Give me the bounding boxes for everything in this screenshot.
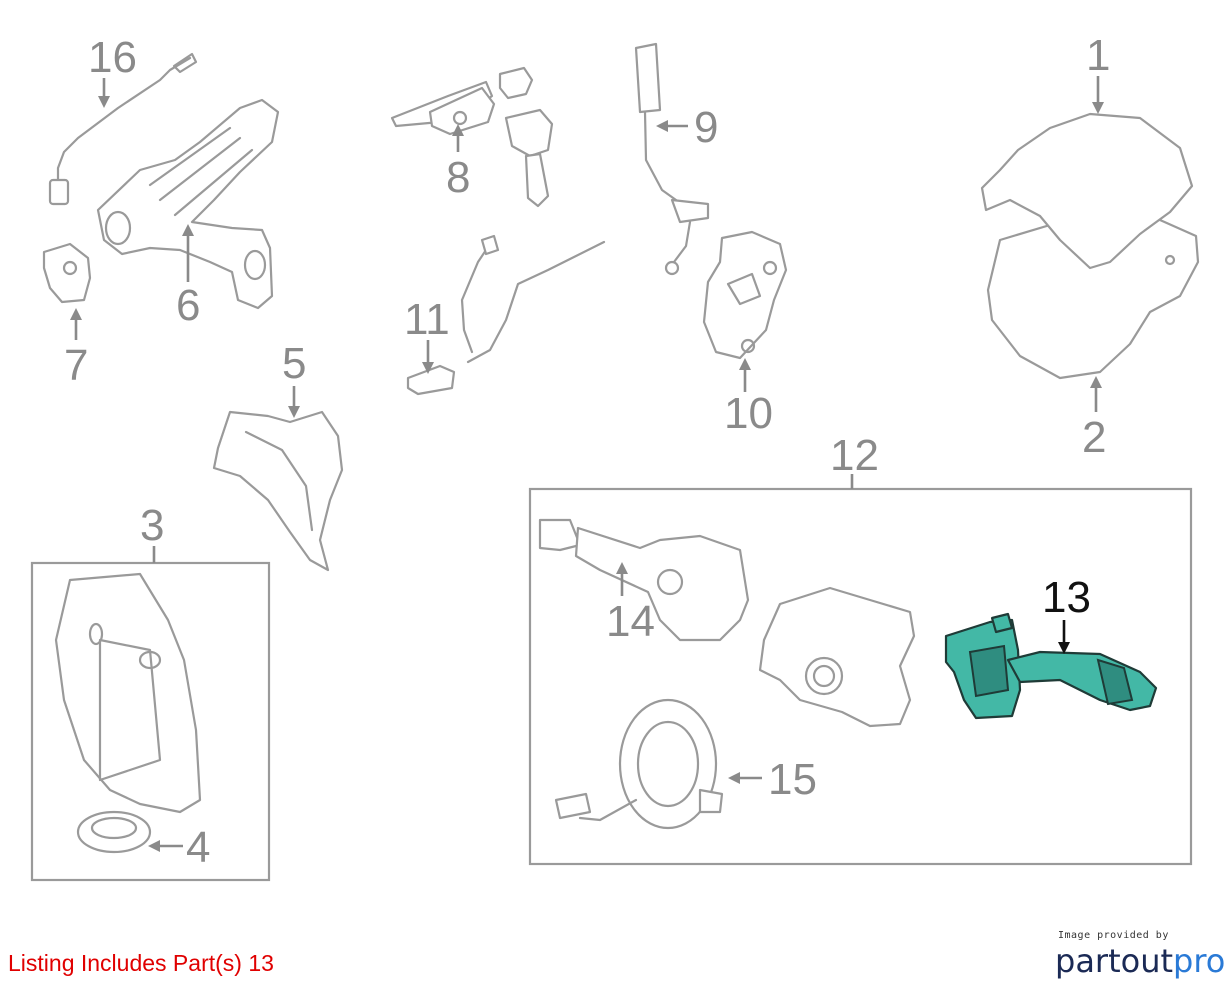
callout-5: 5 bbox=[282, 339, 306, 388]
part-11-harness bbox=[406, 234, 606, 396]
callout-8: 8 bbox=[446, 153, 470, 202]
group-box-3 bbox=[30, 561, 271, 882]
part-1-upper-cover bbox=[980, 112, 1194, 270]
logo-word-partout: partout bbox=[1055, 942, 1174, 980]
part-12-body bbox=[758, 586, 916, 728]
callout-2: 2 bbox=[1082, 413, 1106, 462]
callout-7: 7 bbox=[64, 341, 88, 390]
part-16-wire bbox=[48, 52, 198, 206]
callout-12: 12 bbox=[830, 431, 879, 480]
part-5-cover bbox=[212, 410, 344, 572]
part-7-switch bbox=[42, 242, 92, 304]
part-13-highlighted-switch bbox=[944, 612, 1158, 720]
group-box-12 bbox=[528, 487, 1193, 866]
callout-14: 14 bbox=[606, 597, 655, 646]
callout-13: 13 bbox=[1042, 573, 1091, 622]
listing-includes-text: Listing Includes Part(s) 13 bbox=[8, 950, 274, 976]
part-3-boot bbox=[54, 572, 202, 814]
part-4-ring bbox=[76, 810, 152, 854]
part-15-spiral-cable bbox=[554, 698, 724, 830]
callout-9: 9 bbox=[694, 103, 718, 152]
image-credit-caption: Image provided by bbox=[1058, 930, 1169, 941]
logo-word-pro: pro bbox=[1173, 942, 1224, 980]
part-10-switch-assembly bbox=[702, 230, 788, 360]
part-8-key-cylinder bbox=[390, 66, 554, 208]
leader-lines bbox=[70, 76, 1104, 852]
part-14-switch bbox=[538, 518, 750, 642]
callout-1: 1 bbox=[1086, 31, 1110, 80]
callout-3: 3 bbox=[140, 501, 164, 550]
callout-16: 16 bbox=[88, 33, 137, 82]
callout-15: 15 bbox=[768, 755, 817, 804]
part-9-lever bbox=[634, 42, 710, 276]
part-6-lock-housing bbox=[96, 98, 280, 310]
callout-10: 10 bbox=[724, 389, 773, 438]
callout-6: 6 bbox=[176, 281, 200, 330]
callout-11: 11 bbox=[404, 295, 450, 344]
partoutpro-logo: partoutpro bbox=[1055, 942, 1224, 980]
callout-4: 4 bbox=[186, 823, 210, 872]
